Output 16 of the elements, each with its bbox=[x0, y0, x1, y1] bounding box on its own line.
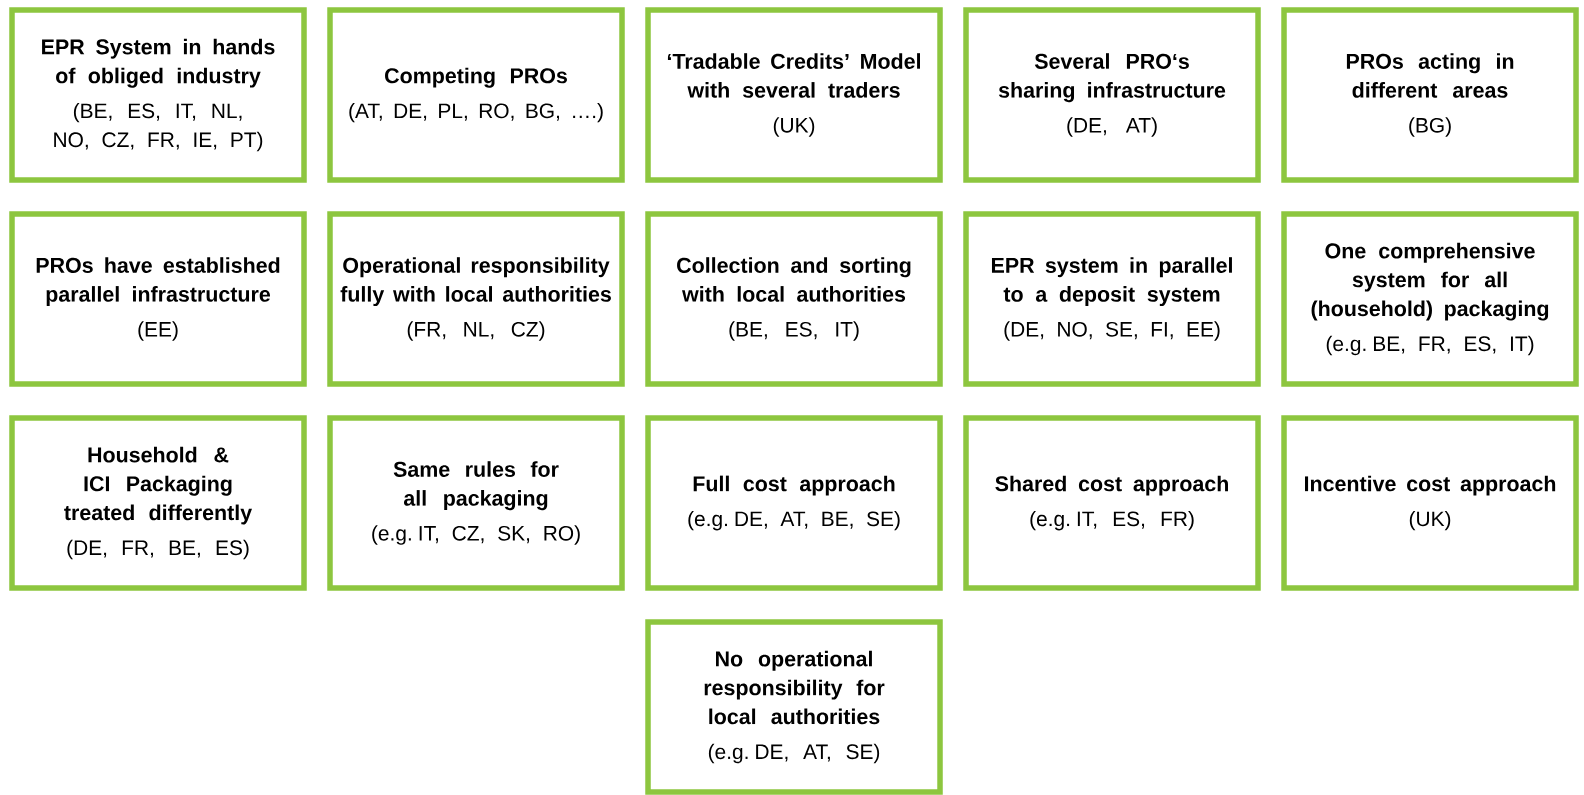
text-box: Several PRO‘s sharing infrastructure (DE, AT) bbox=[963, 7, 1261, 183]
text-box: Competing PROs (AT, DE, PL, RO, BG, ….) bbox=[327, 7, 625, 183]
text-box: Full cost approach (e.g. DE, AT, BE, SE) bbox=[645, 415, 943, 591]
text-box: EPR system in parallel to a deposit system (DE, NO, SE, FI, EE) bbox=[963, 211, 1261, 387]
text-box: PROs have established parallel infrastructure (EE) bbox=[9, 211, 307, 387]
text-box: Shared cost approach (e.g. IT, ES, FR) bbox=[963, 415, 1261, 591]
text-box: Operational responsibility fully with local authorities (FR, NL, CZ) bbox=[327, 211, 625, 387]
text-box: Incentive cost approach (UK) bbox=[1281, 415, 1579, 591]
text-box: No operational responsibility for local authorities (e.g. DE, AT, SE) bbox=[645, 619, 943, 795]
text-box: EPR System in hands of obliged industry (BE, ES, IT, NL, NO, CZ, FR, IE, PT) bbox=[9, 7, 307, 183]
text-box: ‘Tradable Credits’ Model with several traders (UK) bbox=[645, 7, 943, 183]
text-box: PROs acting in different areas (BG) bbox=[1281, 7, 1579, 183]
text-box: Collection and sorting with local authorities (BE, ES, IT) bbox=[645, 211, 943, 387]
text-box: One comprehensive system for all (household) packaging (e.g. BE, FR, ES, IT) bbox=[1281, 211, 1579, 387]
text-box: Household & ICI Packaging treated differently (DE, FR, BE, ES) bbox=[9, 415, 307, 591]
text-box: Same rules for all packaging (e.g. IT, CZ, SK, RO) bbox=[327, 415, 625, 591]
